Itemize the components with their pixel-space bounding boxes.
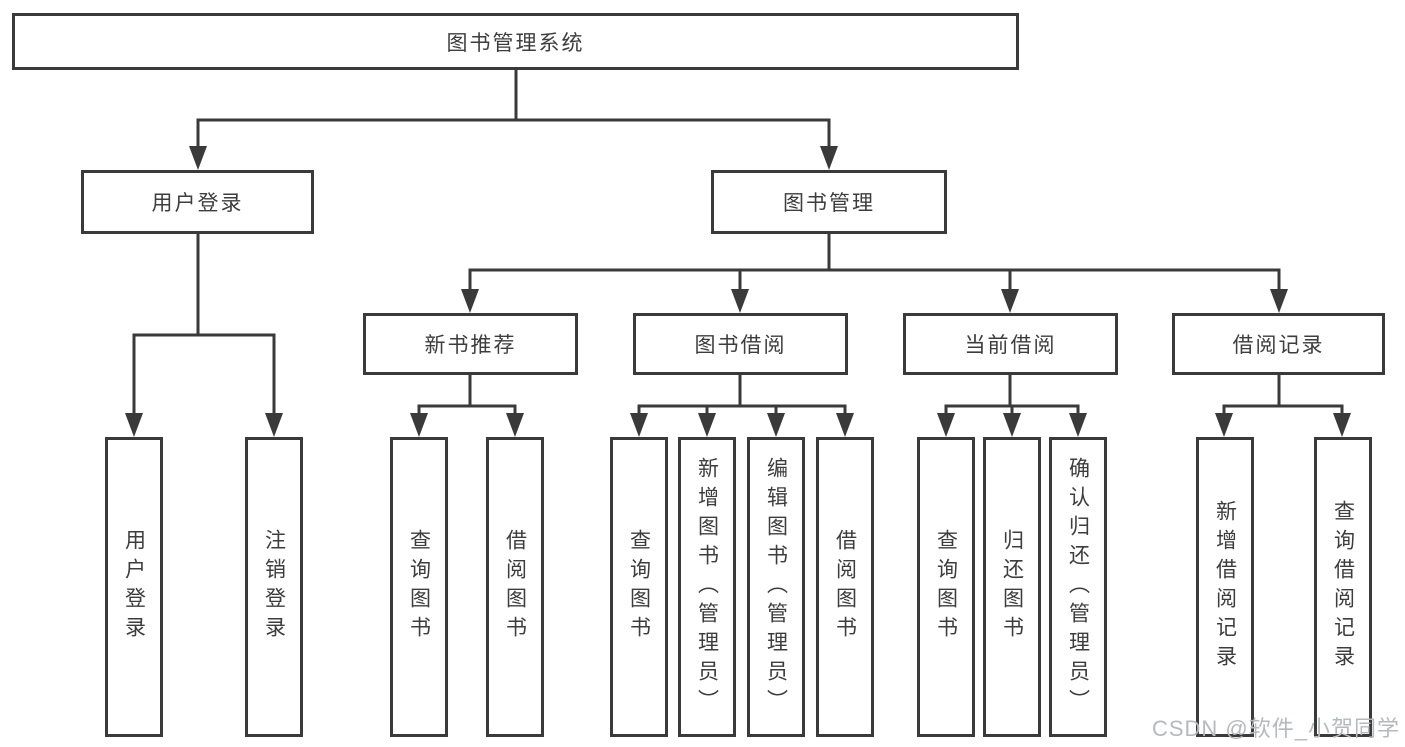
node-label: 图书管理系统 — [446, 31, 585, 55]
leaf-return-books: 归还图书 — [983, 437, 1041, 737]
node-label: 新书推荐 — [424, 334, 517, 357]
leaf-query-borrow-record: 查询借阅记录 — [1314, 437, 1372, 737]
leaf-add-books-admin: 新增图书（管理员） — [678, 437, 736, 737]
node-label: 注销登录 — [262, 529, 286, 645]
node-label: 查询图书 — [627, 529, 651, 645]
node-label: 确认归还（管理员） — [1066, 456, 1090, 718]
csdn-watermark: CSDN @软件_小贺同学 — [1151, 716, 1400, 741]
node-label: 新增图书（管理员） — [695, 456, 719, 718]
node-label: 用户登录 — [151, 192, 244, 215]
node-label: 图书管理 — [783, 192, 875, 215]
arrowhead-icons — [125, 146, 1351, 437]
node-label: 用户登录 — [122, 529, 146, 645]
node-label: 编辑图书（管理员） — [764, 456, 788, 718]
leaf-user-login: 用户登录 — [105, 437, 163, 737]
node-label: 借阅记录 — [1232, 334, 1325, 357]
leaf-borrow-books-recommend: 借阅图书 — [486, 437, 544, 737]
node-label: 新增借阅记录 — [1213, 500, 1237, 674]
leaf-borrow-books: 借阅图书 — [816, 437, 874, 737]
leaf-query-books-current: 查询图书 — [917, 437, 975, 737]
leaf-query-books-borrowing: 查询图书 — [610, 437, 668, 737]
leaf-edit-books-admin: 编辑图书（管理员） — [747, 437, 805, 737]
node-label: 归还图书 — [1000, 529, 1024, 645]
node-current-borrowing: 当前借阅 — [903, 313, 1118, 375]
node-borrowing-records: 借阅记录 — [1172, 313, 1385, 375]
node-book-borrowing: 图书借阅 — [633, 313, 848, 375]
node-book-management: 图书管理 — [711, 170, 947, 234]
leaf-confirm-return-admin: 确认归还（管理员） — [1049, 437, 1107, 737]
node-label: 借阅图书 — [503, 529, 527, 645]
leaf-logout: 注销登录 — [245, 437, 303, 737]
node-library-management-system: 图书管理系统 — [12, 13, 1019, 70]
node-user-login: 用户登录 — [81, 170, 314, 234]
node-label: 查询借阅记录 — [1331, 500, 1355, 674]
node-label: 查询图书 — [934, 529, 958, 645]
leaf-query-books-recommend: 查询图书 — [390, 437, 448, 737]
node-new-book-recommendation: 新书推荐 — [363, 313, 578, 375]
leaf-add-borrow-record: 新增借阅记录 — [1196, 437, 1254, 737]
node-label: 当前借阅 — [964, 334, 1057, 357]
node-label: 查询图书 — [407, 529, 431, 645]
node-label: 图书借阅 — [694, 334, 787, 357]
node-label: 借阅图书 — [833, 529, 857, 645]
